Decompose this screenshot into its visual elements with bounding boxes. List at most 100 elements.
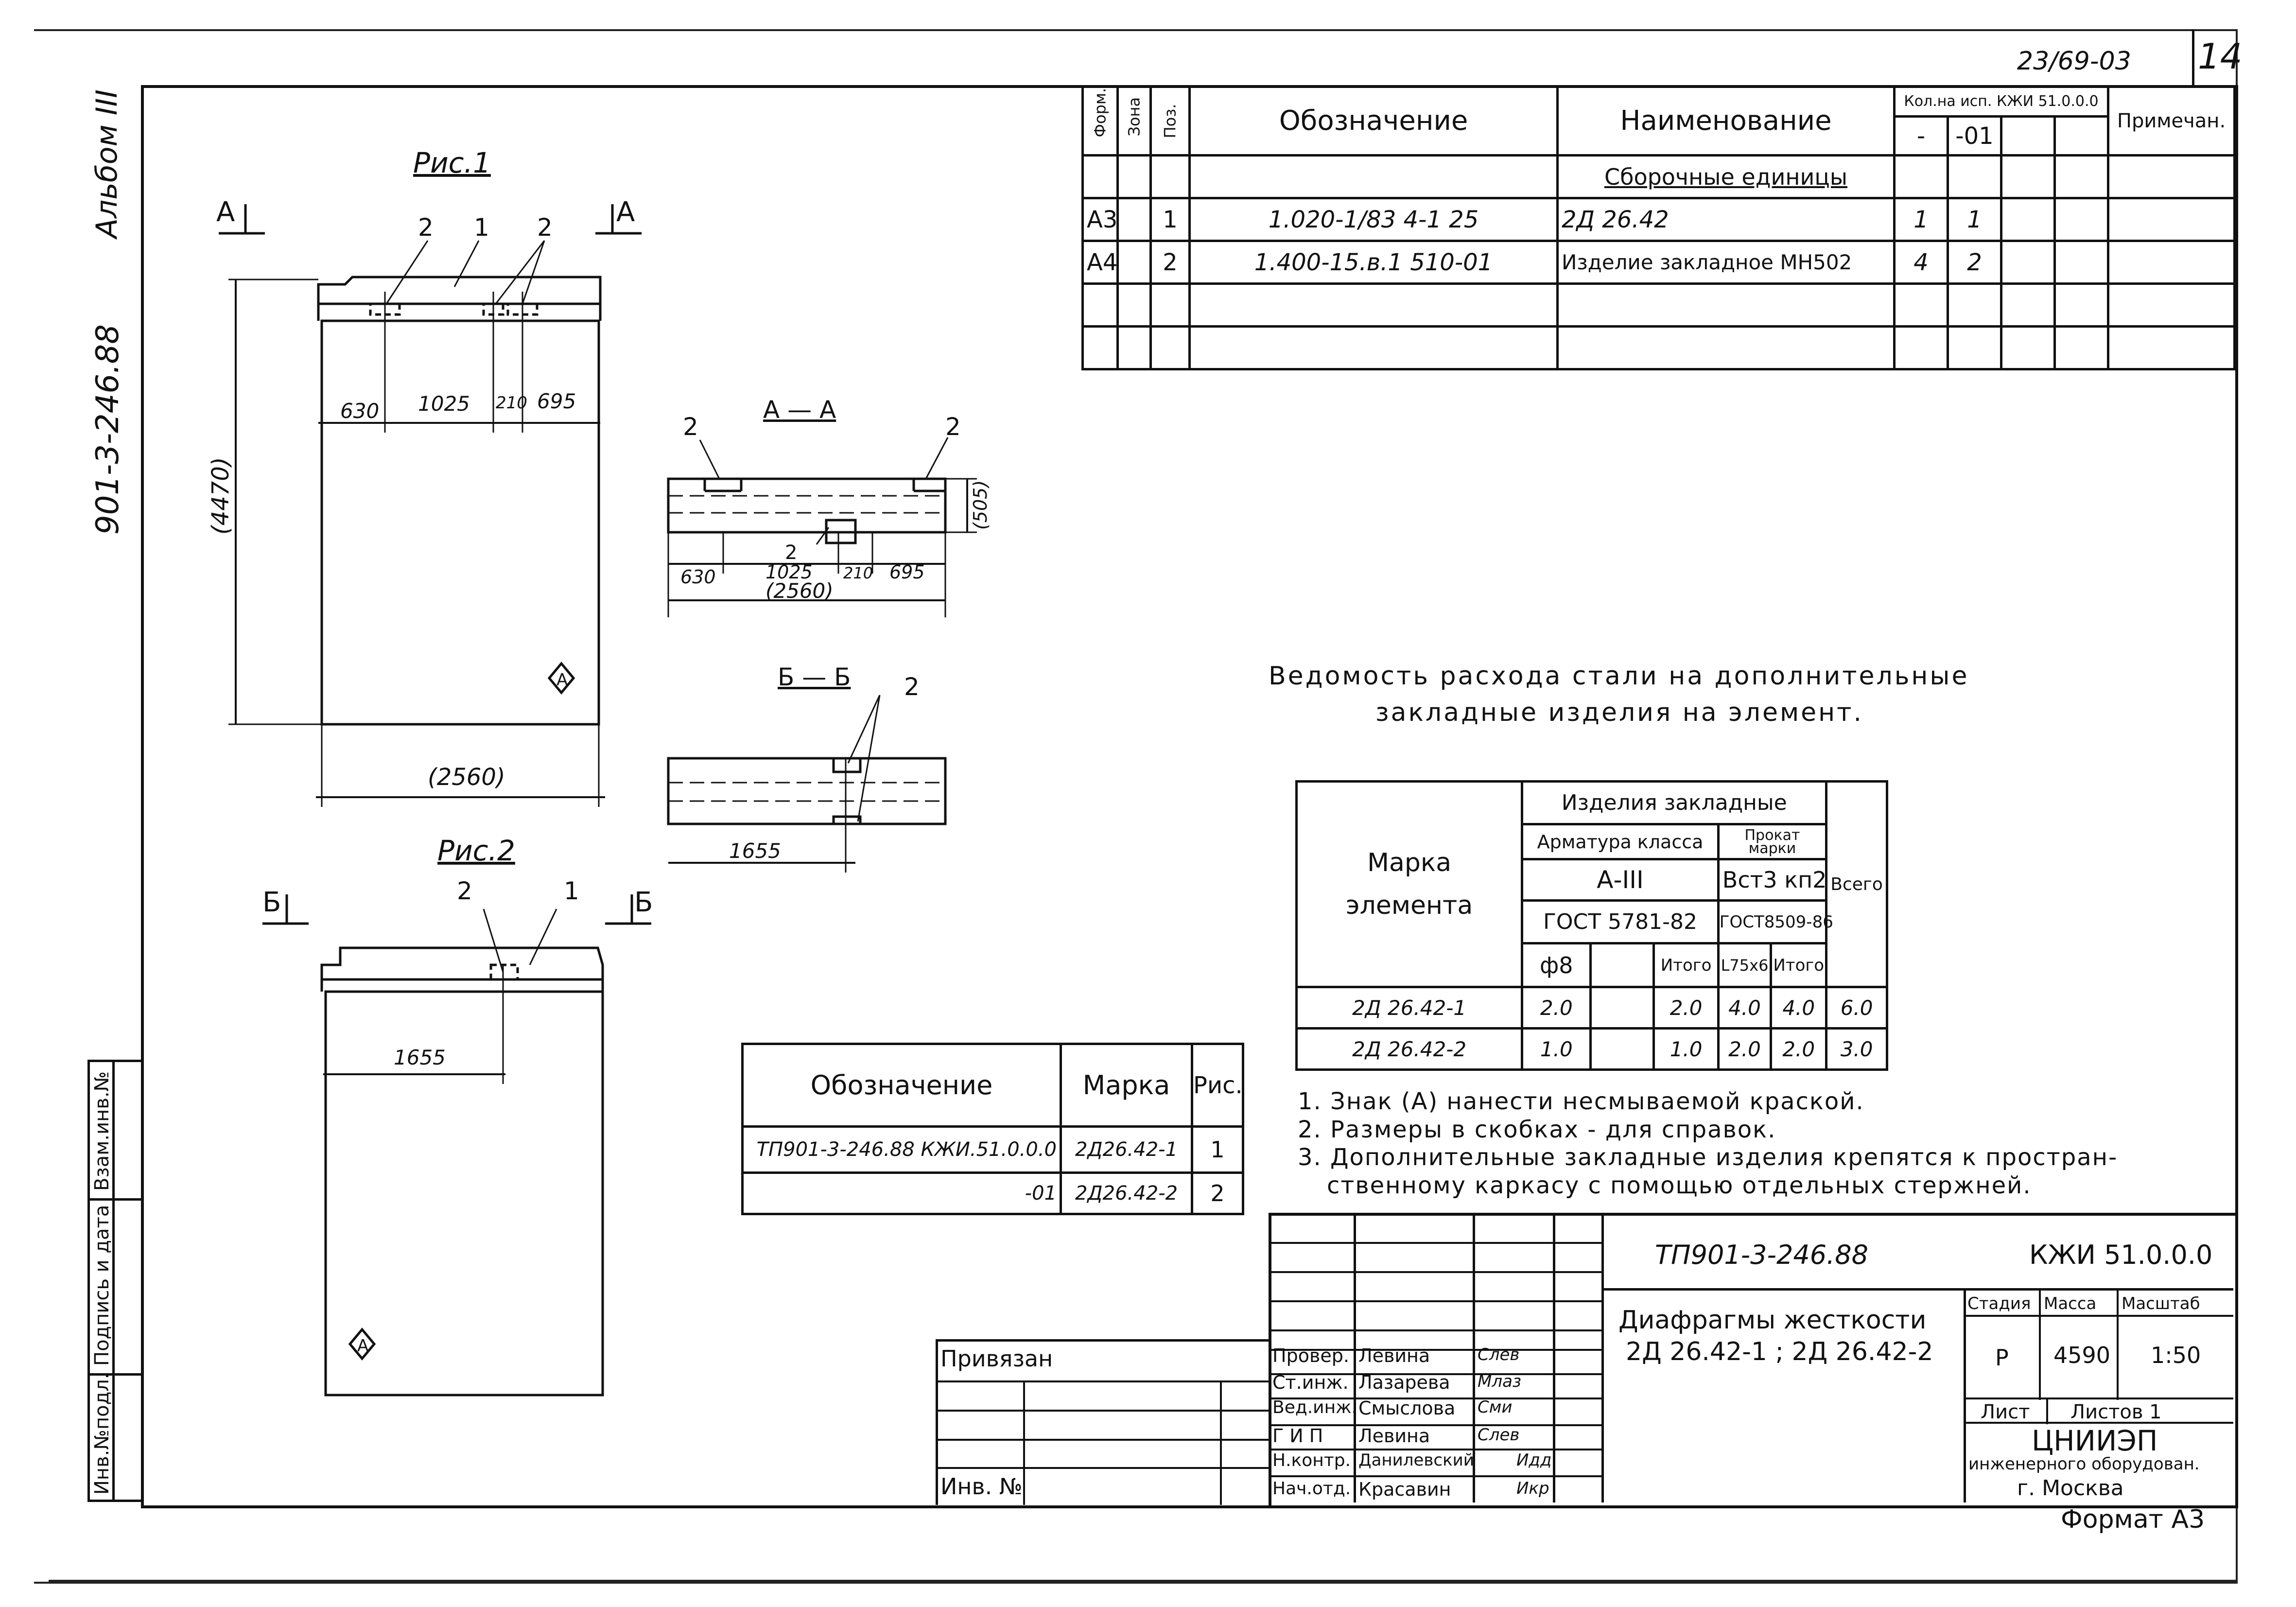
fig2-dim: 1655 [394,1046,446,1069]
fig2-sign: А [357,1336,368,1356]
stage-label: Стадия [1967,1294,2031,1313]
sig-role-3: Вед.инж. [1272,1397,1357,1417]
steel-title-line1: Ведомость расхода стали на дополнительны… [1269,662,1969,691]
marks-table: Обозначение Марка Рис. ТП901-3-246.88 КЖ… [741,1043,1244,1215]
scale-label: Масштаб [2122,1294,2200,1313]
scale-value: 1:50 [2151,1342,2201,1368]
steel-col-total2: Итого [1770,942,1828,988]
bound-label: Привязан [940,1345,1053,1372]
section-aa-leader-mid: 2 [785,541,797,564]
steel-head-rolled: Прокат марки [1717,823,1828,860]
marks-row: ТП901-3-246.88 КЖИ.51.0.0.0 2Д26.42-1 1 [741,1125,1244,1174]
steel-rolled-grade: Вст3 кп2 [1717,858,1828,902]
sheets-label: Листов 1 [2070,1401,2162,1423]
sig-sign-3: Сми [1478,1397,1513,1417]
spec-head-qty-base: - [1893,115,1949,157]
section-aa-dim-4: 695 [889,561,925,583]
sig-role-6: Нач.отд. [1272,1479,1351,1499]
title-stage-row3 [1964,1422,2233,1424]
spec-head-zone: Зона [1116,85,1152,157]
fig1-dim-3: 210 [496,393,527,413]
steel-head-embed: Изделия закладные [1521,780,1828,825]
sig-name-1: Левина [1358,1345,1430,1366]
marks-head-mark: Марка [1060,1043,1193,1128]
mass-value: 4590 [2053,1342,2111,1368]
fig1-title: Рис.1 [413,146,491,179]
fig1-height-dim: (4470) [207,457,234,535]
section-bb [667,757,947,825]
mass-label: Масса [2044,1294,2097,1313]
sheet-label: Лист [1981,1401,2030,1423]
title-main-divider [1604,1288,2233,1291]
section-bb-title: Б — Б [778,663,851,691]
org-line3: г. Москва [2017,1476,2124,1501]
fig1-mark-right: А [616,196,635,228]
sig-name-3: Смыслова [1358,1397,1456,1419]
sig-sign-6: Икр [1516,1479,1549,1498]
spec-head-qty: Кол.на исп. КЖИ 51.0.0.0 [1893,85,2110,118]
sig-name-2: Лазарева [1358,1372,1450,1393]
title-line1: Диафрагмы жесткости [1618,1306,1927,1335]
fig1-dim-4: 695 [537,389,576,413]
steel-title-line2: закладные изделия на элемент. [1375,698,1863,727]
section-aa-dim-2: 1025 [765,561,813,583]
marks-head-designation: Обозначение [741,1043,1062,1128]
steel-gost-rebar: ГОСТ 5781-82 [1521,899,1720,944]
title-block [1269,1213,2236,1505]
sig-sign-4: Слев [1478,1425,1520,1445]
spec-head-pos: Поз. [1149,85,1191,157]
title-code: КЖИ 51.0.0.0 [2029,1240,2213,1270]
fig2-mark-right: Б [634,887,653,918]
spec-head-name: Наименование [1556,85,1896,157]
title-project: ТП901-3-246.88 [1655,1240,1868,1270]
spec-section-title: Сборочные единицы [1556,154,1896,199]
stage-value: Р [1995,1345,2009,1371]
spec-head-form: Форм. [1081,85,1119,157]
title-stage-row [1964,1315,2233,1317]
spec-head-qty-01: -01 [1947,115,2002,157]
notes: 1. Знак (А) нанести несмываемой краской.… [1298,1088,2118,1200]
fig1-dim-2: 1025 [418,392,470,416]
spec-head-designation: Обозначение [1188,85,1559,157]
steel-row: 2Д 26.42-1 2.0 2.0 4.0 4.0 6.0 [1295,986,1888,1030]
fig1-leader-2b: 2 [537,213,553,242]
section-aa-leader-left: 2 [683,413,698,441]
fig1-dim-1: 630 [340,399,379,423]
spec-table: Форм. Зона Поз. Обозначение Наименование… [1081,85,2236,370]
inv-label: Инв. № [940,1473,1023,1500]
steel-row: 2Д 26.42-2 1.0 1.0 2.0 2.0 3.0 [1295,1027,1888,1071]
sig-role-1: Провер. [1272,1345,1349,1366]
fig1-top-band [317,276,602,321]
fig2-panel [324,990,604,1397]
note-line: ственному каркасу с помощью отдельных ст… [1327,1171,2032,1199]
spec-row: А4 2 1.400-15.в.1 510-01 Изделие закладн… [1081,240,2236,285]
steel-col-d8: ф8 [1521,942,1592,988]
section-aa-leader-right: 2 [945,413,961,441]
section-aa [667,477,947,534]
sig-name-6: Красавин [1358,1479,1451,1500]
fig2-leader-1: 1 [564,877,579,905]
fig1-width-dim: (2560) [428,764,505,791]
marks-head-fig: Рис. [1191,1043,1244,1128]
sig-name-4: Левина [1358,1425,1430,1447]
section-aa-title: А — А [763,396,836,424]
sig-role-5: Н.контр. [1272,1450,1351,1470]
section-aa-dim-3: 210 [843,564,873,582]
format-label: Формат А3 [2061,1505,2205,1534]
steel-rebar-class: А-III [1521,858,1720,902]
fig1-leader-1: 1 [474,213,489,242]
org-line2: инженерного оборудован. [1968,1454,2200,1474]
sig-role-2: Ст.инж. [1272,1372,1349,1393]
steel-col-total: Итого [1652,942,1720,988]
fig2-title: Рис.2 [437,834,515,867]
steel-head-mark: Марка элемента [1295,780,1524,988]
section-bb-dim: 1655 [729,839,781,863]
title-org-divider-v [1964,1288,1966,1502]
section-bb-leader: 2 [904,673,920,701]
section-aa-thickness: (505) [970,480,991,530]
spec-head-note: Примечан. [2107,85,2236,157]
steel-col-angle: L75х6 [1717,942,1773,988]
fig1-sign: А [557,670,568,690]
steel-gost-rolled: ГОСТ8509-86 [1717,899,1833,944]
